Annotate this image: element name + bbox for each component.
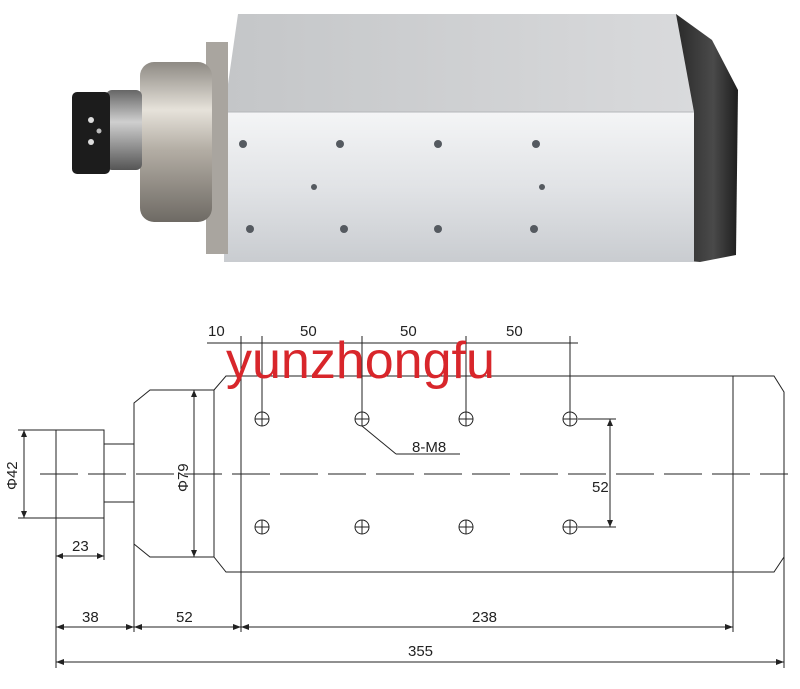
m8-holes [254,411,578,535]
dimension-labels: 10 50 50 50 8-M8 52 23 38 52 238 355 Φ42… [4,323,609,660]
dim-hole-spacing: 52 [592,479,609,496]
dim-bottom-2: 52 [176,609,193,626]
dim-top-4: 50 [506,323,523,340]
dim-overall: 355 [408,643,433,660]
collet-nut [72,92,110,174]
neck-outline [103,443,135,503]
watermark-text: yunzhongfu [226,332,495,390]
housing-front-face [224,112,694,262]
dim-top-1: 10 [208,323,225,340]
dim-top-2: 50 [300,323,317,340]
dimension-drawing [18,336,788,668]
collet-collar [106,90,142,170]
spindle-photo [72,14,738,262]
dim-top-3: 50 [400,323,417,340]
dim-bottom-3: 238 [472,609,497,626]
dim-body-diameter: Φ79 [175,463,192,492]
housing-top-face [224,14,694,112]
dim-collet-diameter: Φ42 [4,461,21,490]
mounting-holes [239,140,545,233]
thread-callout: 8-M8 [412,439,446,456]
dim-collet-length: 23 [72,538,89,555]
nose-cylinder [140,62,212,222]
dim-bottom-1: 38 [82,609,99,626]
